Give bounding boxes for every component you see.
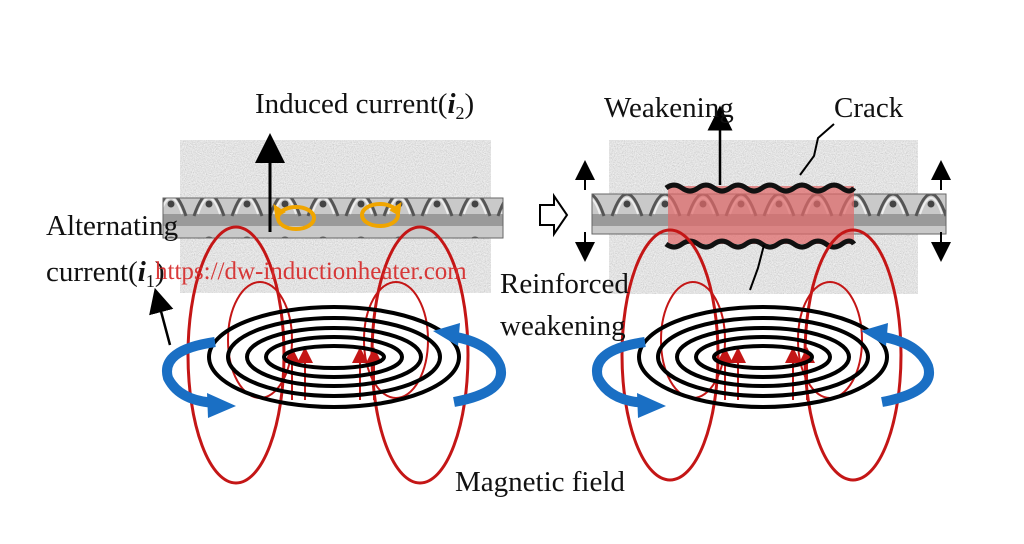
crack-outline — [664, 182, 857, 250]
induced-current-label: Induced current(i2) — [255, 88, 475, 123]
rebar-left — [162, 197, 504, 239]
reinforced-weakening-label: weakening — [500, 310, 626, 342]
watermark-url: https://dw-inductionheater.com — [155, 258, 467, 285]
crack-leader-line — [799, 123, 835, 176]
rotation-arrows-right — [592, 331, 934, 408]
alternating-label: Alternating — [46, 210, 179, 242]
alternating-current-arrow — [149, 287, 174, 346]
eddy-current-loops — [273, 201, 402, 231]
crack-leader-line-lower — [749, 244, 765, 291]
rotation-arrow-head-left-2 — [433, 323, 460, 346]
rotation-arrows-left — [162, 331, 506, 408]
left-panel — [149, 133, 506, 485]
rotation-arrow-head-right-1 — [637, 393, 666, 418]
rotation-arrow-head-right-2 — [861, 323, 888, 346]
stress-arrows — [575, 160, 951, 262]
crack-label: Crack — [834, 92, 904, 124]
induction-coil-left — [207, 305, 461, 409]
damage-zone — [668, 186, 854, 244]
rotation-arrow-head-left-1 — [207, 393, 236, 418]
right-panel — [575, 105, 951, 482]
magnetic-field-label: Magnetic field — [455, 466, 625, 498]
current-i1-label: current(i1) — [46, 256, 165, 291]
weakening-label: Weakening — [604, 92, 734, 124]
reinforced-label: Reinforced — [500, 268, 629, 300]
right-hollow-arrow-icon — [539, 192, 569, 238]
induction-coil-right — [637, 305, 889, 409]
